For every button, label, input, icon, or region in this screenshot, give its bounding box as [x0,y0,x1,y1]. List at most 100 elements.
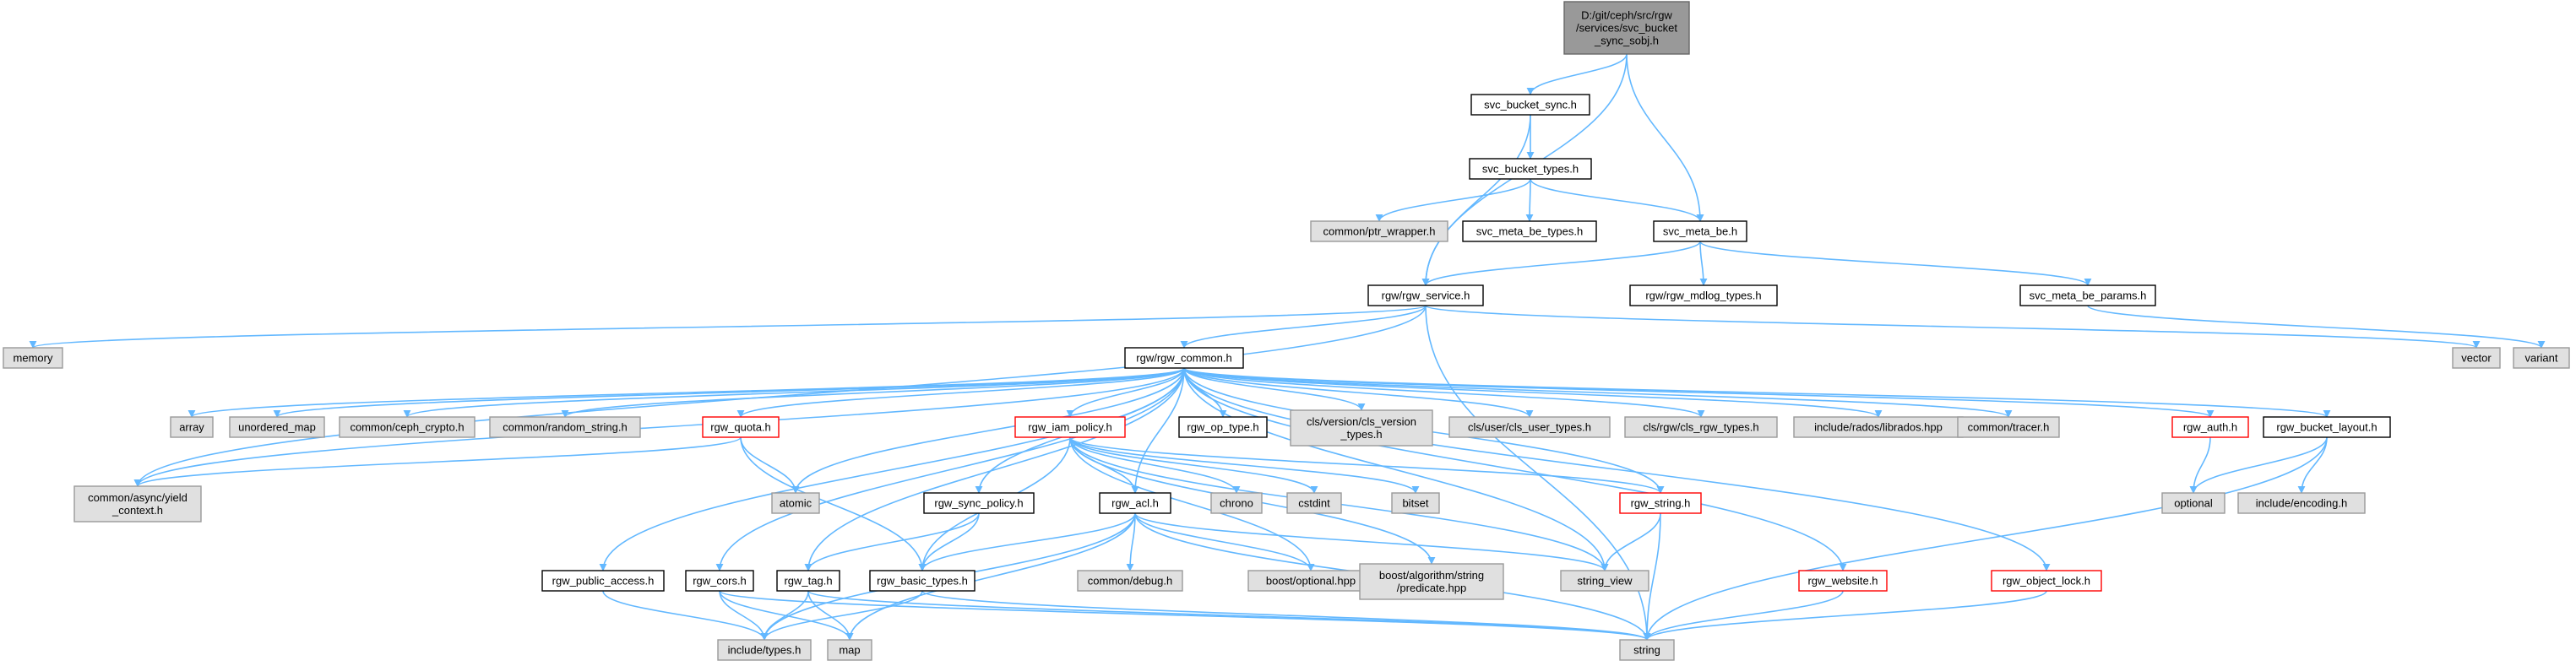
node-svc-meta-be[interactable]: svc_meta_be.h [1653,220,1747,242]
node-box [776,570,840,592]
node-box [1367,284,1484,306]
node-label: D:/git/ceph/src/rgw [1581,9,1672,22]
node-rgw-auth[interactable]: rgw_auth.h [2171,416,2249,438]
node-common-debug: common/debug.h [1077,570,1183,592]
edge-rgw-quota-to-atomic [740,436,800,494]
node-box [1462,220,1597,242]
node-cstdint: cstdint [1286,492,1342,514]
edge-rgw-common-to-random-string [561,367,1185,418]
edge-rgw-tag-to-string [807,590,1651,641]
node-box [1391,492,1440,514]
node-box [2237,492,2366,514]
node-label: rgw_object_lock.h [2003,575,2090,587]
node-label: rgw_iam_policy.h [1028,421,1111,434]
node-rgw-iam-policy[interactable]: rgw_iam_policy.h [1014,416,1126,438]
edge-rgw-common-to-rgw-iam-policy [1066,367,1185,418]
node-ptr-wrapper: common/ptr_wrapper.h [1310,220,1448,242]
node-box [1286,492,1342,514]
node-box [1653,220,1747,242]
node-svc-bucket-types[interactable]: svc_bucket_types.h [1469,158,1592,180]
edge-rgw-cors-to-string [719,590,1651,641]
node-rgw-cors[interactable]: rgw_cors.h [685,570,754,592]
edge-rgw-service-to-yield-context [133,305,1427,487]
node-string-view: string_view [1560,570,1649,592]
edge-svc-meta-be-to-rgw-mdlog-types [1699,241,1708,286]
edge-rgw-acl-to-common-debug [1126,512,1136,571]
node-librados: include/rados/librados.hpp [1793,416,1964,438]
node-cls-user-types: cls/user/cls_user_types.h [1448,416,1611,438]
node-label: chrono [1220,497,1253,510]
node-label: unordered_map [238,421,316,434]
nodes-layer: D:/git/ceph/src/rgw/services/svc_bucket_… [3,1,2570,661]
node-atomic: atomic [771,492,820,514]
node-svc-meta-be-types[interactable]: svc_meta_be_types.h [1462,220,1597,242]
node-box [869,570,976,592]
node-rgw-string[interactable]: rgw_string.h [1619,492,1702,514]
node-label: include/encoding.h [2256,497,2347,510]
node-box [2513,347,2570,369]
edge-svc-meta-be-params-to-variant [2087,305,2546,349]
node-label: common/ceph_crypto.h [350,421,464,434]
node-box [771,492,820,514]
node-box [2263,416,2391,438]
node-box [1798,570,1888,592]
edge-rgw-service-to-vector [1425,305,2481,349]
node-label: cls/version/cls_version [1307,415,1416,428]
edge-rgw-common-to-rgw-public-access [599,367,1185,571]
node-box [1290,409,1433,447]
edges-layer [30,53,2546,641]
edge-rgw-common-to-yield-context [133,367,1185,487]
edge-root-to-svc-bucket-sync [1526,53,1628,95]
node-rgw-object-lock[interactable]: rgw_object_lock.h [1991,570,2102,592]
node-rgw-mdlog-types[interactable]: rgw/rgw_mdlog_types.h [1629,284,1778,306]
node-label: common/ptr_wrapper.h [1323,225,1436,238]
node-label: rgw_op_type.h [1187,421,1258,434]
node-rgw-op-type[interactable]: rgw_op_type.h [1178,416,1268,438]
edge-rgw-common-to-rgw-tag [804,367,1185,571]
edge-rgw-acl-to-map [845,512,1136,641]
node-optional: optional [2161,492,2225,514]
node-rgw-public-access[interactable]: rgw_public_access.h [541,570,665,592]
node-rgw-acl[interactable]: rgw_acl.h [1099,492,1171,514]
node-rgw-sync-policy[interactable]: rgw_sync_policy.h [923,492,1035,514]
edge-rgw-tag-to-map [807,590,854,641]
node-unordered-map: unordered_map [229,416,325,438]
node-rgw-common[interactable]: rgw/rgw_common.h [1124,347,1244,369]
edge-rgw-website-to-string [1643,590,1844,641]
node-label: svc_bucket_types.h [1482,163,1579,176]
edge-rgw-service-to-rgw-common [1180,305,1427,349]
edge-rgw-quota-to-rgw-basic-types [740,436,927,571]
node-rgw-service[interactable]: rgw/rgw_service.h [1367,284,1484,306]
edge-rgw-common-to-rgw-cors [715,367,1185,571]
edge-rgw-common-to-atomic [791,367,1185,494]
node-rgw-tag[interactable]: rgw_tag.h [776,570,840,592]
node-box [541,570,665,592]
node-box [2019,284,2156,306]
node-rgw-quota[interactable]: rgw_quota.h [702,416,780,438]
node-label: optional [2174,497,2213,510]
edge-rgw-acl-to-boost-optional [1134,512,1315,571]
node-rgw-bucket-layout[interactable]: rgw_bucket_layout.h [2263,416,2391,438]
edge-rgw-service-to-memory [30,305,1427,349]
node-box [1469,158,1592,180]
edge-rgw-sync-policy-to-rgw-tag [804,512,980,571]
node-rgw-basic-types[interactable]: rgw_basic_types.h [869,570,976,592]
node-label: svc_meta_be_params.h [2030,290,2147,302]
node-map: map [827,639,872,661]
edge-rgw-iam-policy-to-boost-optional [1069,436,1315,571]
node-svc-meta-be-params[interactable]: svc_meta_be_params.h [2019,284,2156,306]
node-box [717,639,812,661]
edge-rgw-sync-policy-to-rgw-basic-types [918,512,980,571]
node-box [1560,570,1649,592]
node-svc-bucket-sync[interactable]: svc_bucket_sync.h [1470,94,1590,116]
edge-svc-bucket-types-to-svc-meta-be [1530,178,1704,222]
node-root[interactable]: D:/git/ceph/src/rgw/services/svc_bucket_… [1563,1,1690,55]
node-label: rgw_auth.h [2183,421,2237,434]
node-label: rgw_tag.h [784,575,832,587]
node-label: rgw_acl.h [1111,497,1159,510]
edge-rgw-object-lock-to-string [1643,590,2047,641]
node-label: rgw_sync_policy.h [934,497,1023,510]
node-rgw-website[interactable]: rgw_website.h [1798,570,1888,592]
edge-rgw-quota-to-yield-context [133,436,742,487]
node-box [685,570,754,592]
